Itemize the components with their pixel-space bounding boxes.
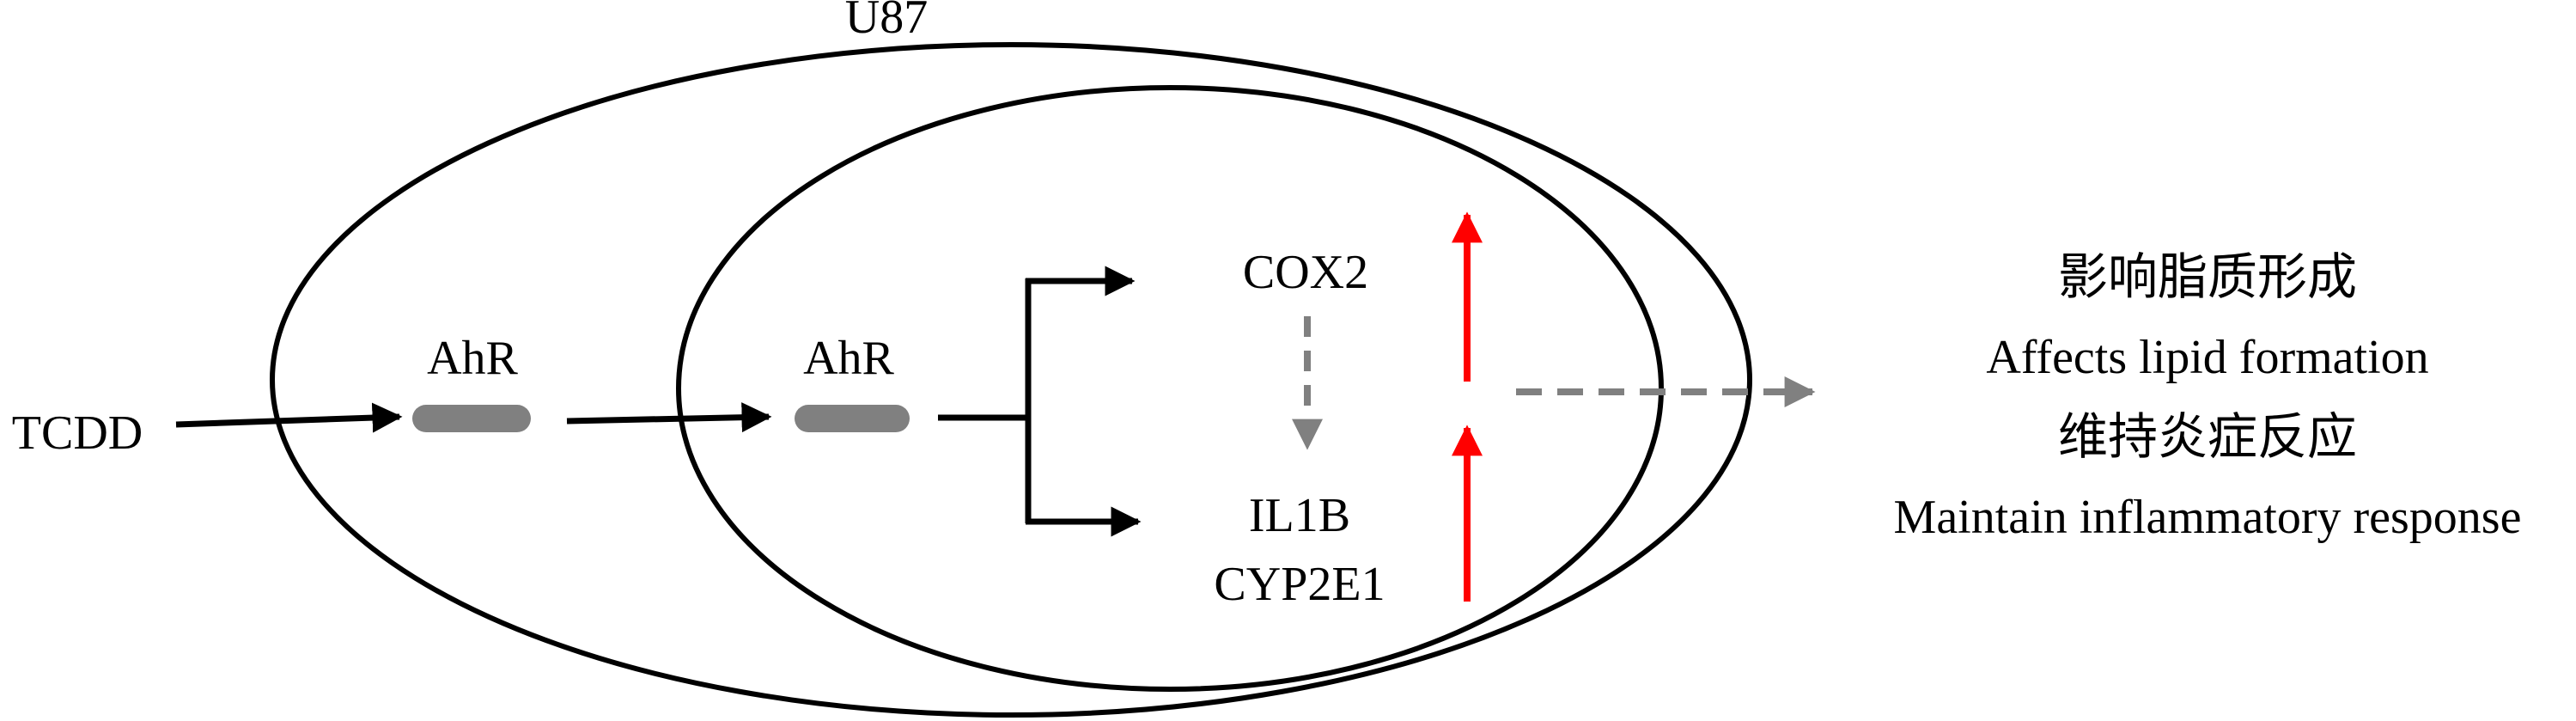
nucleus-ellipse (676, 85, 1664, 692)
il1b-label: IL1B (1249, 489, 1350, 542)
effect-inflammation-chinese: 维持炎症反应 (2058, 409, 2357, 465)
ahr-cytoplasm-label: AhR (427, 332, 518, 385)
effect-lipid-english: Affects lipid formation (1986, 331, 2428, 384)
cell-label: U87 (845, 0, 928, 44)
ahr-cytoplasm-shape (412, 405, 531, 432)
ahr-nucleus-label: AhR (803, 332, 894, 385)
cyp2e1-label: CYP2E1 (1214, 558, 1385, 611)
cox2-label: COX2 (1243, 246, 1368, 299)
ahr-translocation-arrow (566, 402, 772, 433)
effect-lipid-chinese: 影响脂质形成 (2058, 249, 2357, 305)
tcdd-to-ahr-arrow (175, 402, 403, 433)
outer-cell-ellipse (270, 42, 1752, 718)
tcdd-label: TCDD (12, 406, 143, 460)
ahr-nucleus-shape (795, 405, 910, 432)
effect-inflammation-english: Maintain inflammatory response (1894, 491, 2522, 544)
